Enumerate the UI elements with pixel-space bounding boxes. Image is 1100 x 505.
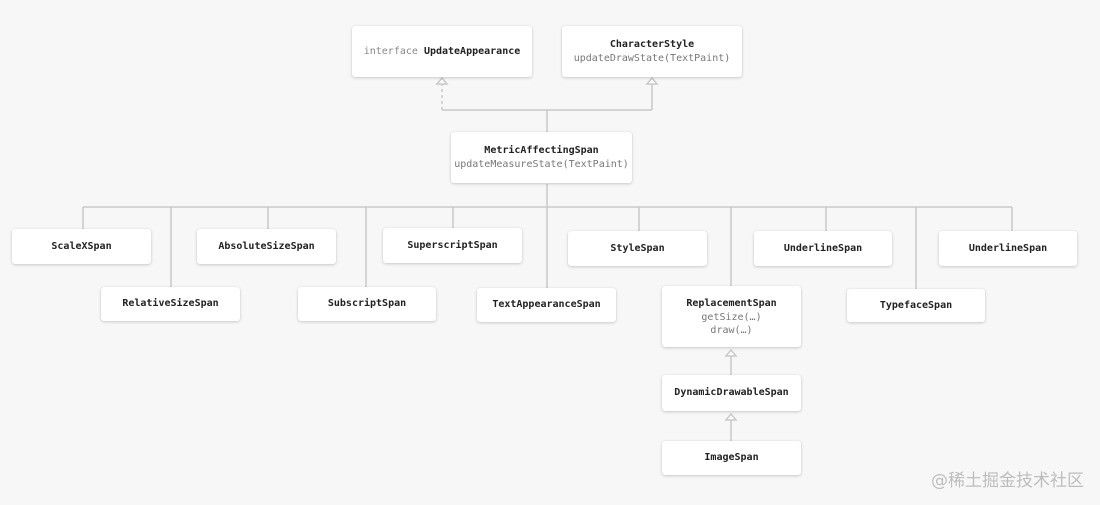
subscript-span-box: SubscriptSpan: [298, 287, 436, 321]
image-span-box: ImageSpan: [662, 441, 801, 475]
dynamic-drawable-span-box: DynamicDrawableSpan: [662, 375, 801, 411]
character-style-box: CharacterStyle updateDrawState(TextPaint…: [562, 26, 742, 77]
arrowhead-dynamic-drawable: [724, 412, 738, 421]
replacement-get-size-method: getSize(…): [701, 311, 762, 323]
typeface-span-box: TypefaceSpan: [847, 289, 985, 322]
text-appearance-span-box: TextAppearanceSpan: [477, 288, 616, 322]
replacement-span-name: ReplacementSpan: [686, 297, 777, 309]
text-appearance-span-name: TextAppearanceSpan: [492, 299, 601, 310]
subscript-span-name: SubscriptSpan: [327, 298, 407, 309]
replacement-span-box: ReplacementSpan getSize(…) draw(…): [662, 286, 801, 347]
interface-keyword: interface: [363, 45, 418, 57]
update-appearance-box: interface UpdateAppearance: [352, 26, 532, 77]
metric-affecting-span-box: MetricAffectingSpan updateMeasureState(T…: [451, 132, 632, 183]
scale-x-span-name: ScaleXSpan: [51, 240, 112, 252]
arrowhead-update-appearance: [435, 76, 449, 85]
superscript-span-box: SuperscriptSpan: [383, 228, 522, 263]
arrowhead-character-style: [645, 76, 659, 85]
relative-size-span-box: RelativeSizeSpan: [101, 287, 240, 321]
metric-affecting-span-name: MetricAffectingSpan: [484, 145, 599, 156]
scale-x-span-box: ScaleXSpan: [12, 229, 151, 264]
metric-affecting-span-method: updateMeasureState(TextPaint): [454, 159, 629, 170]
arrowhead-replacement: [724, 348, 738, 357]
dynamic-drawable-span-name: DynamicDrawableSpan: [674, 387, 789, 398]
relative-size-span-name: RelativeSizeSpan: [122, 298, 219, 309]
superscript-span-name: SuperscriptSpan: [407, 239, 498, 251]
absolute-size-span-box: AbsoluteSizeSpan: [197, 229, 336, 264]
update-appearance-name: UpdateAppearance: [423, 45, 521, 57]
underline-span-name-2: UnderlineSpan: [968, 242, 1048, 254]
underline-span-name-1: UnderlineSpan: [783, 242, 863, 254]
character-style-name: CharacterStyle: [609, 39, 695, 50]
underline-span-box-1: UnderlineSpan: [754, 231, 892, 266]
character-style-method: updateDrawState(TextPaint): [573, 53, 731, 64]
image-span-name: ImageSpan: [704, 452, 759, 463]
style-span-box: StyleSpan: [568, 231, 707, 266]
watermark: @稀土掘金技术社区: [931, 471, 1084, 491]
replacement-draw-method: draw(…): [710, 324, 753, 336]
underline-span-box-2: UnderlineSpan: [939, 231, 1077, 266]
update-appearance-title: interface UpdateAppearance: [364, 45, 521, 59]
style-span-name: StyleSpan: [610, 242, 665, 254]
absolute-size-span-name: AbsoluteSizeSpan: [218, 240, 315, 252]
typeface-span-name: TypefaceSpan: [879, 299, 953, 311]
